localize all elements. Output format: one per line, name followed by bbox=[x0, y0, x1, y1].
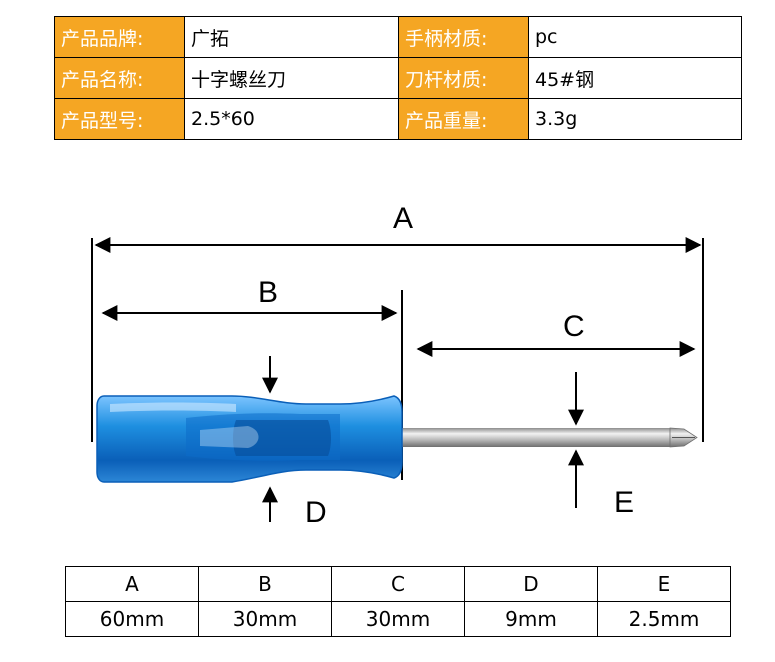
dimension-label-b: B bbox=[258, 276, 278, 309]
shaft-material-label: 刀杆材质: bbox=[398, 57, 529, 99]
spec-row: 产品品牌: 广拓 手柄材质: pc bbox=[54, 16, 742, 58]
dimension-value-b: 30mm bbox=[198, 601, 332, 637]
dimension-value-c: 30mm bbox=[331, 601, 465, 637]
screwdriver-diagram: A B C D E bbox=[91, 202, 704, 529]
dimension-label-a: A bbox=[393, 202, 413, 235]
product-name-label: 产品名称: bbox=[54, 57, 185, 99]
spec-table: 产品品牌: 广拓 手柄材质: pc 产品名称: 十字螺丝刀 刀杆材质: 45#钢… bbox=[54, 16, 742, 140]
spec-row: 产品型号: 2.5*60 产品重量: 3.3g bbox=[54, 98, 742, 140]
dimension-label-c: C bbox=[563, 310, 585, 343]
weight-label: 产品重量: bbox=[398, 98, 529, 140]
dimension-value-e: 2.5mm bbox=[597, 601, 731, 637]
model-value: 2.5*60 bbox=[184, 98, 399, 140]
screwdriver-shaft bbox=[398, 427, 698, 448]
dimension-header-d: D bbox=[464, 566, 598, 602]
dimension-header-c: C bbox=[331, 566, 465, 602]
dimension-header-a: A bbox=[65, 566, 199, 602]
dimensions-header-row: A B C D E bbox=[65, 566, 731, 602]
weight-value: 3.3g bbox=[528, 98, 742, 140]
handle-material-label: 手柄材质: bbox=[398, 16, 529, 58]
dimension-header-b: B bbox=[198, 566, 332, 602]
screwdriver-handle bbox=[96, 395, 403, 483]
dimensions-table: A B C D E 60mm 30mm 30mm 9mm 2.5mm bbox=[65, 566, 731, 637]
dimension-label-e: E bbox=[614, 486, 634, 519]
dimension-label-d: D bbox=[305, 496, 327, 529]
dimension-value-d: 9mm bbox=[464, 601, 598, 637]
dimension-value-a: 60mm bbox=[65, 601, 199, 637]
brand-label: 产品品牌: bbox=[54, 16, 185, 58]
handle-material-value: pc bbox=[528, 16, 742, 58]
shaft-material-value: 45#钢 bbox=[528, 57, 742, 99]
dimension-header-e: E bbox=[597, 566, 731, 602]
dimensions-value-row: 60mm 30mm 30mm 9mm 2.5mm bbox=[65, 601, 731, 637]
product-name-value: 十字螺丝刀 bbox=[184, 57, 399, 99]
brand-value: 广拓 bbox=[184, 16, 399, 58]
spec-row: 产品名称: 十字螺丝刀 刀杆材质: 45#钢 bbox=[54, 57, 742, 99]
model-label: 产品型号: bbox=[54, 98, 185, 140]
